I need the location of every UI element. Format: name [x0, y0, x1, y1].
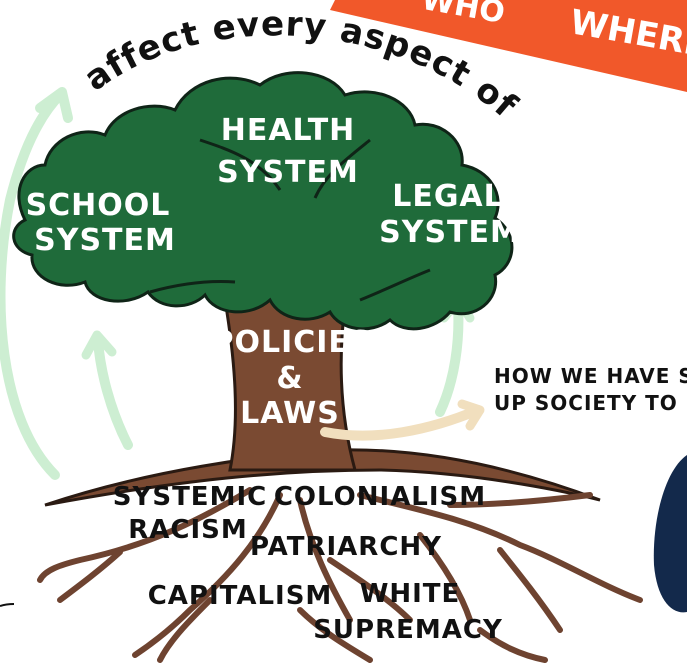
- label-policies-laws: POLICIES & LAWS: [211, 325, 372, 431]
- root-mid-branch: [327, 557, 413, 623]
- banner-background: [330, 0, 687, 92]
- trunk-line-3: LAWS: [240, 396, 340, 431]
- supremacy-line-2: SUPREMACY: [313, 615, 503, 645]
- label-patriarchy: PATRIARCHY: [250, 532, 442, 562]
- root-bottom-right: [477, 627, 548, 663]
- crown: [12, 71, 514, 331]
- root-right-3: [497, 547, 563, 633]
- note-line-2: UP SOCIETY TO BE: [494, 391, 687, 415]
- branch-center-right: [313, 138, 371, 199]
- root-bottom-left: [157, 597, 213, 663]
- label-systemic-racism: SYSTEMIC RACISM: [113, 482, 267, 545]
- label-school-system: SCHOOL SYSTEM: [26, 188, 176, 258]
- root-mid-left: [132, 492, 283, 658]
- branch-left: [149, 280, 236, 294]
- label-white-supremacy: WHITE SUPREMACY: [313, 579, 503, 645]
- root-right-4: [417, 532, 473, 623]
- branch-center-left: [199, 138, 282, 191]
- racism-line-2: RACISM: [128, 515, 248, 545]
- school-line-1: SCHOOL: [26, 188, 171, 223]
- supremacy-line-1: WHITE: [360, 579, 461, 609]
- root-left-2: [57, 549, 123, 603]
- trunk-line-2: &: [276, 361, 303, 396]
- roots: [37, 487, 643, 663]
- root-right-1: [357, 492, 643, 603]
- legal-line-1: LEGAL: [392, 179, 504, 214]
- root-mid: [297, 497, 353, 623]
- label-capitalism: CAPITALISM: [148, 581, 333, 611]
- note-text: HOW WE HAVE SET UP SOCIETY TO BE: [494, 364, 687, 415]
- up-arrow-left: [81, 330, 133, 450]
- label-legal-system: LEGAL SYSTEM: [379, 179, 521, 250]
- health-line-1: HEALTH: [221, 113, 356, 148]
- root-left-1: [37, 487, 253, 583]
- root-bottom-mid: [297, 607, 373, 663]
- root-right-2: [447, 492, 593, 508]
- branch-right: [359, 268, 431, 302]
- health-line-2: SYSTEM: [217, 155, 359, 190]
- trunk-line-1: POLICIES: [211, 325, 372, 360]
- label-health-system: HEALTH SYSTEM: [217, 113, 359, 190]
- navy-shape: [653, 455, 687, 613]
- edge-stroke: [0, 603, 15, 607]
- racism-line-1: SYSTEMIC: [113, 482, 267, 512]
- note-arrow: [320, 399, 485, 441]
- banner: WHO WHERE: [330, 0, 687, 92]
- left-curved-arrow: [0, 87, 73, 480]
- note-line-1: HOW WE HAVE SET: [494, 364, 687, 388]
- school-line-2: SYSTEM: [34, 223, 176, 258]
- crown-canopy: [12, 71, 514, 331]
- legal-line-2: SYSTEM: [379, 215, 521, 250]
- label-colonialism: COLONIALISM: [274, 482, 486, 512]
